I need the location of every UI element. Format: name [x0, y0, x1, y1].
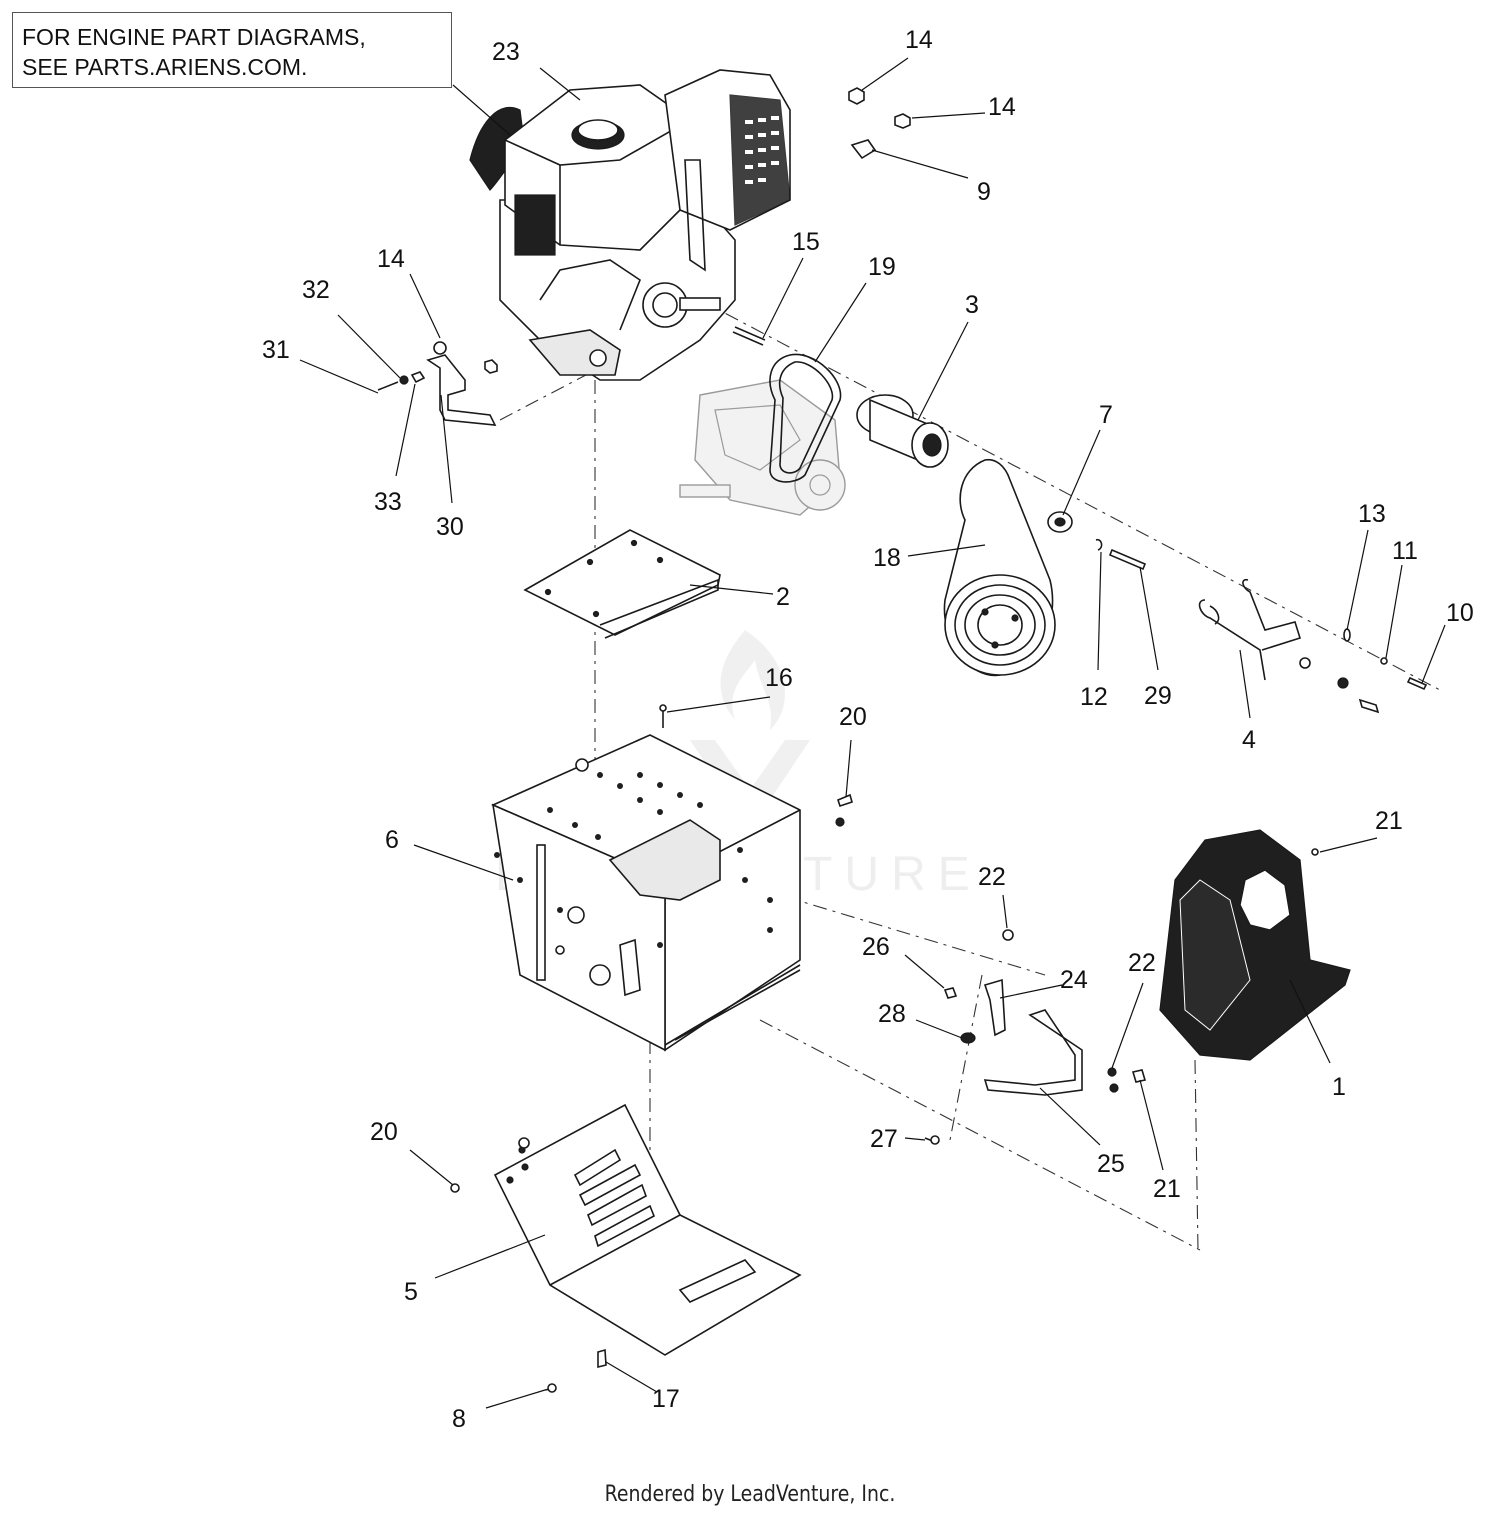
plate-2	[523, 529, 721, 639]
callout-labels: 23 14 14 9 15 19 3 14 32 31 33 30 7 18 1…	[262, 26, 1474, 1433]
callout-21-top: 21	[1375, 807, 1403, 835]
render-credit: Rendered by LeadVenture, Inc.	[604, 1482, 896, 1507]
frame-6	[491, 734, 801, 1052]
callout-20-bottom: 20	[370, 1118, 398, 1146]
shield-5	[450, 1103, 802, 1356]
callout-6: 6	[385, 826, 399, 854]
belt-19	[769, 353, 842, 483]
callout-22-top: 22	[978, 863, 1006, 891]
bracket-24	[924, 929, 1014, 1145]
screw-8	[544, 1383, 557, 1393]
pulley-3	[856, 394, 949, 468]
callout-30: 30	[436, 513, 464, 541]
leader-lines	[299, 57, 1446, 1409]
callout-4: 4	[1242, 726, 1256, 754]
callout-24: 24	[1060, 966, 1088, 994]
callout-7: 7	[1099, 401, 1113, 429]
callout-15: 15	[792, 228, 820, 256]
clip-17	[597, 1348, 607, 1369]
callout-26: 26	[862, 933, 890, 961]
callout-25: 25	[1097, 1150, 1125, 1178]
bracket-30	[377, 341, 498, 426]
screw-16	[659, 704, 667, 728]
callout-3: 3	[965, 291, 979, 319]
belt-cover-1	[1159, 829, 1351, 1061]
callout-16: 16	[765, 664, 793, 692]
clip-9	[850, 139, 877, 160]
callout-28: 28	[878, 1000, 906, 1028]
callout-5: 5	[404, 1278, 418, 1306]
note-line-2: SEE PARTS.ARIENS.COM.	[22, 54, 308, 80]
callout-1: 1	[1332, 1073, 1346, 1101]
callout-12: 12	[1080, 683, 1108, 711]
nut-14-top	[848, 87, 865, 105]
callout-32: 32	[302, 276, 330, 304]
idler-7	[1047, 511, 1073, 533]
callout-13: 13	[1358, 500, 1386, 528]
note-line-1: FOR ENGINE PART DIAGRAMS,	[22, 24, 366, 50]
callout-17: 17	[652, 1385, 680, 1413]
nut-14-right	[894, 113, 911, 129]
pulley-18	[943, 458, 1056, 677]
callout-20-top: 20	[839, 703, 867, 731]
pin-15	[732, 326, 766, 346]
callout-2: 2	[776, 583, 790, 611]
engine-assembly	[469, 69, 791, 381]
engine-diagram-note: FOR ENGINE PART DIAGRAMS, SEE PARTS.ARIE…	[12, 12, 452, 88]
screw-20-top	[835, 793, 853, 827]
callout-27: 27	[870, 1125, 898, 1153]
callout-31: 31	[262, 336, 290, 364]
callout-8: 8	[452, 1405, 466, 1433]
callout-11: 11	[1392, 537, 1418, 565]
bracket-25	[983, 1009, 1147, 1096]
callout-14-left: 14	[377, 245, 405, 273]
callout-21-bottom: 21	[1153, 1175, 1181, 1203]
callout-29: 29	[1144, 682, 1172, 710]
callout-14-right: 14	[988, 93, 1016, 121]
transmission-reference	[679, 379, 846, 516]
callout-10: 10	[1446, 599, 1474, 627]
shaft-29	[1095, 538, 1147, 571]
callout-19: 19	[868, 253, 896, 281]
callout-23: 23	[492, 38, 520, 66]
callout-18: 18	[873, 544, 901, 572]
callout-9: 9	[977, 178, 991, 206]
callout-14-top: 14	[905, 26, 933, 54]
bracket-4	[1198, 578, 1428, 714]
callout-22-right: 22	[1128, 949, 1156, 977]
callout-33: 33	[374, 488, 402, 516]
